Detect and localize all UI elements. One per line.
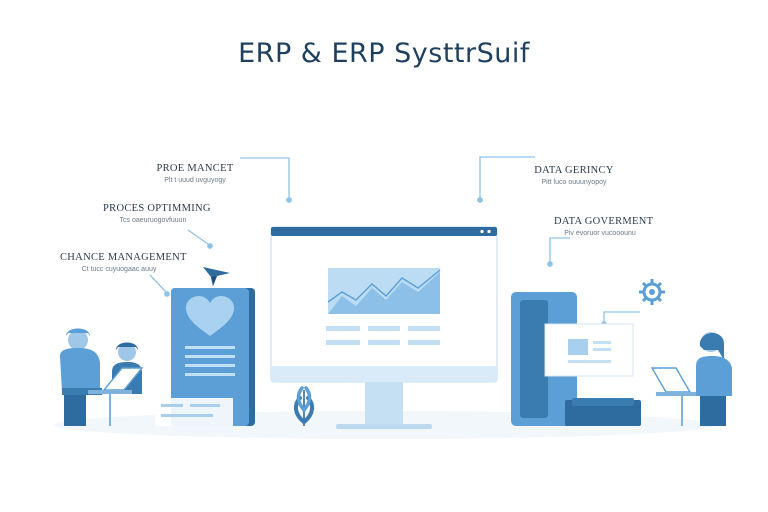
callout-data-governance: DATA GOVERMENT Piv evoruor vucooounu <box>554 216 654 237</box>
person-right-laptop <box>650 332 732 426</box>
monitor-base <box>336 424 432 429</box>
callout-heading: DATA GERINCY <box>534 165 614 176</box>
laptop-icon <box>650 367 692 393</box>
connector-project <box>240 157 290 198</box>
callout-description: Plt t uuud uvguyogy <box>164 177 226 184</box>
connector-process <box>187 229 209 245</box>
connector-change <box>149 274 167 293</box>
callout-heading: DATA GOVERMENT <box>554 216 654 227</box>
callout-process-optimization: PROCES OPTIMMING Tcs oaeuruogovfuuun <box>103 203 211 224</box>
callout-heading: PROCES OPTIMMING <box>103 203 211 214</box>
connector-dot <box>207 243 213 249</box>
callout-data-agency: DATA GERINCY Pitt luco ouuunyopoy <box>534 165 614 186</box>
monitor-content-rows <box>326 326 440 345</box>
connector-dot <box>477 197 483 203</box>
connector-dot <box>164 291 170 297</box>
connector-lines <box>149 156 640 327</box>
callout-description: Pitt luco ouuunyopoy <box>541 179 607 186</box>
monitor-title-bar <box>271 227 497 236</box>
callout-heading: CHANCE MANAGEMENT <box>60 252 187 263</box>
monitor-bezel <box>271 366 497 382</box>
heart-icon <box>186 296 234 336</box>
right-server <box>511 292 641 426</box>
connector-device <box>603 311 640 324</box>
left-tablet <box>155 288 255 426</box>
monitor-stand <box>365 382 403 426</box>
callout-project-management: PROE MANCET Plt t uuud uvguyogy <box>150 163 240 184</box>
line-chart-icon <box>327 268 441 314</box>
callout-heading: PROE MANCET <box>156 163 234 174</box>
central-monitor <box>270 226 498 429</box>
person-left-sitting <box>60 328 102 426</box>
callout-description: Piv evoruor vucooounu <box>564 230 636 237</box>
page-title: ERP & ERP SysttrSuif <box>238 38 530 69</box>
callout-description: Tcs oaeuruogovfuuun <box>119 217 187 224</box>
plant-icon <box>293 386 315 426</box>
connector-dot <box>286 197 292 203</box>
connector-dot <box>547 261 553 267</box>
paper-plane-icon <box>203 267 230 286</box>
person-left-laptop <box>88 342 144 426</box>
connector-data-agency <box>479 156 535 198</box>
callout-description: Ct tucc cuyuogaac auuy <box>81 266 157 273</box>
connector-data-gov <box>549 237 570 262</box>
callout-change-management: CHANCE MANAGEMENT Ct tucc cuyuogaac auuy <box>60 252 187 273</box>
gear-icon <box>639 279 665 305</box>
